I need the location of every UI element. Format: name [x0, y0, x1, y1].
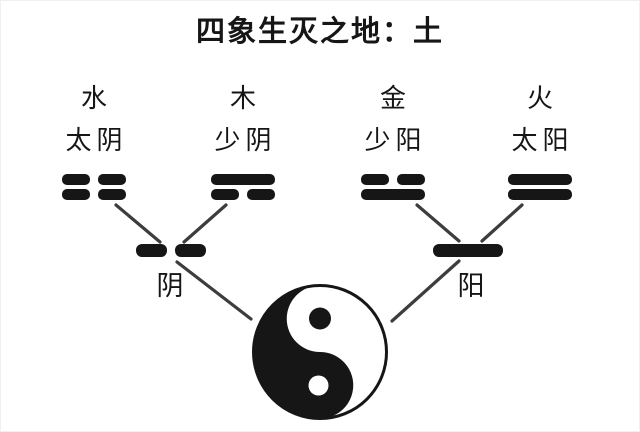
yin-broken-line	[62, 189, 126, 200]
element-label-wood: 木	[229, 84, 256, 113]
taiji-black-dot	[309, 307, 331, 330]
yang-line	[433, 244, 503, 257]
yang-solid-line	[361, 189, 425, 200]
edge-taiyin-yin	[114, 203, 162, 244]
symbol-label-shaoyang: 少阳	[364, 126, 427, 155]
yin-label: 阴	[156, 271, 184, 301]
yang-label: 阳	[457, 271, 485, 301]
edge-shaoyang-yang	[415, 203, 461, 243]
yin-broken-line	[136, 244, 206, 257]
symbol-label-taiyin: 太阴	[65, 126, 128, 155]
edge-yin-taiji	[175, 260, 253, 321]
edge-yang-taiji	[390, 259, 461, 323]
yang-solid-line	[508, 174, 572, 185]
yang-solid-line	[211, 174, 275, 185]
digram-shaoyang	[361, 174, 425, 200]
taiji-white-dot	[308, 375, 329, 396]
element-label-water: 水	[80, 84, 107, 113]
yin-line	[136, 244, 206, 257]
yang-solid-line	[508, 189, 572, 200]
page-title: 四象生灭之地：土	[195, 16, 444, 48]
node-taiyin: 水 太阴	[24, 84, 164, 200]
digram-shaoyin	[211, 174, 275, 200]
symbol-label-shaoyin: 少阴	[214, 126, 277, 155]
yin-broken-line	[211, 189, 275, 200]
edge-taiyang-yang	[480, 203, 524, 243]
element-label-metal: 金	[379, 84, 406, 113]
node-taiyang: 火 太阳	[470, 84, 610, 200]
digram-taiyang	[508, 174, 572, 200]
yang-solid-line	[433, 244, 503, 257]
node-shaoyin: 木 少阴	[173, 84, 313, 200]
taiji-icon	[252, 284, 388, 420]
yin-broken-line	[361, 174, 425, 185]
yin-broken-line	[62, 174, 126, 185]
edge-shaoyin-yin	[182, 203, 228, 244]
element-label-fire: 火	[526, 84, 553, 113]
symbol-label-taiyang: 太阳	[511, 126, 574, 155]
digram-taiyin	[62, 174, 126, 200]
node-shaoyang: 金 少阳	[323, 84, 463, 200]
